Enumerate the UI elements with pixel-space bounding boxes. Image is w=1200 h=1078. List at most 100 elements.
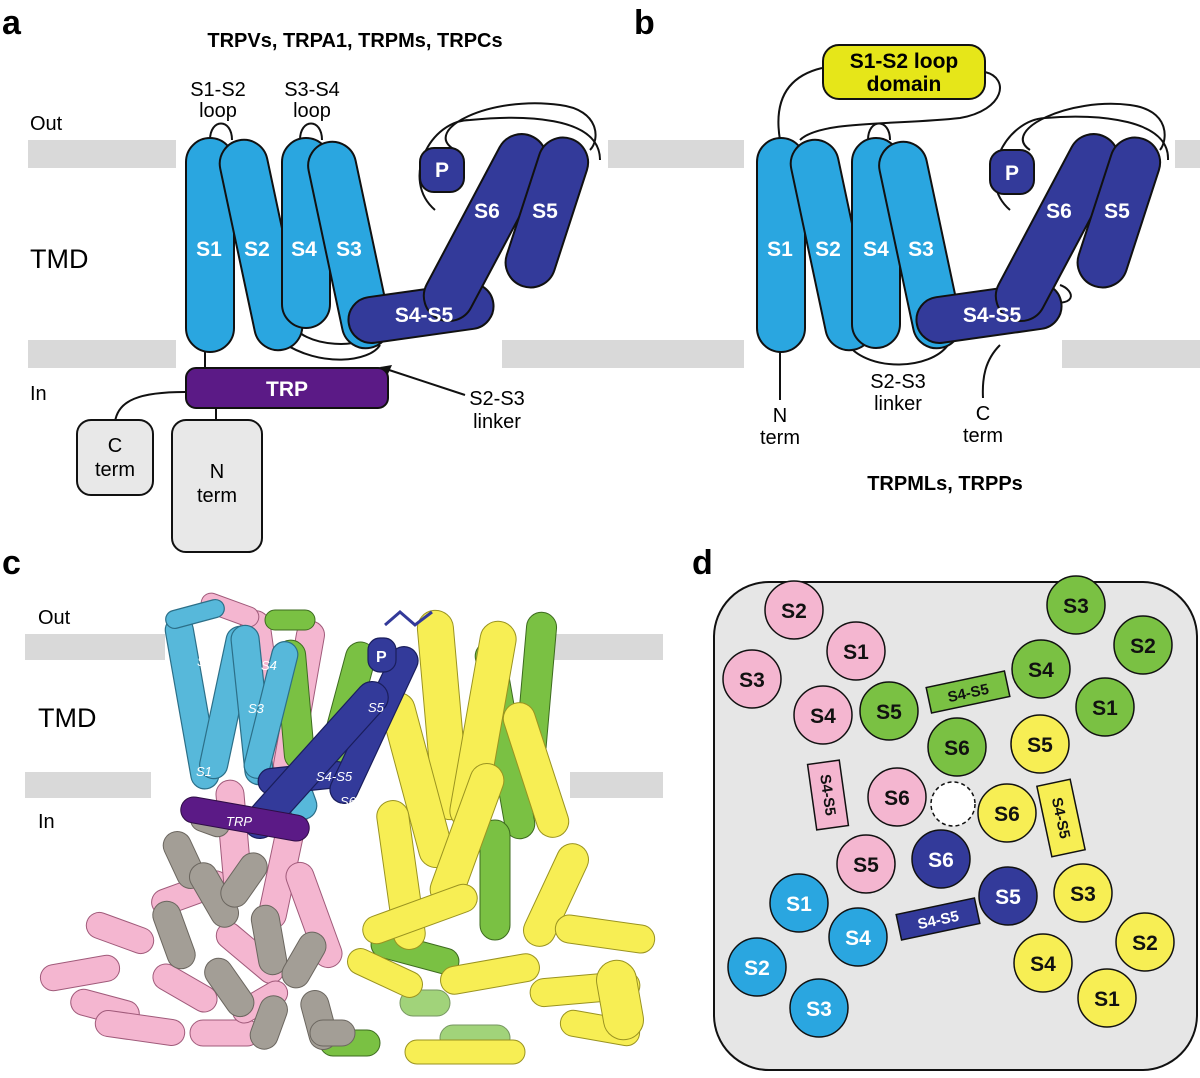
trp-label-a: TRP (266, 378, 308, 401)
s2s3-linker-label-a2: linker (473, 411, 521, 433)
s2-label-b: S2 (815, 238, 841, 261)
n-term-label-b2: term (760, 427, 800, 449)
pink-s5-d: S5 (853, 854, 879, 877)
membrane-inner-right-b (1062, 340, 1200, 368)
yellow-s1-d: S1 (1094, 988, 1120, 1011)
yellow-subunit-c (347, 609, 656, 1065)
c-term-line-a (114, 391, 186, 423)
out-label-a: Out (30, 113, 63, 135)
panel-b-label: b (634, 4, 655, 42)
s5-label-b: S5 (1104, 200, 1130, 223)
s2s3-linker-line2-a (281, 341, 381, 361)
membrane-outer-mid-b (608, 140, 744, 168)
s3-label-c: S3 (248, 701, 265, 716)
s2-label-a: S2 (244, 238, 270, 261)
s2s3-linker-label-b2: linker (874, 393, 922, 415)
s1s2-domain-label-b2: domain (867, 73, 942, 96)
out-label-c: Out (38, 607, 71, 629)
dark-s5-d: S5 (995, 886, 1021, 909)
pink-s4s5-d: S4-S5 (816, 773, 839, 817)
green-s1-d: S1 (1092, 697, 1118, 720)
s1-label-b: S1 (767, 238, 793, 261)
green-s2-d: S2 (1130, 635, 1156, 658)
tmd-label-a: TMD (30, 244, 88, 274)
in-label-c: In (38, 811, 55, 833)
blue-s3-d: S3 (806, 998, 832, 1021)
s6-label-a: S6 (474, 200, 500, 223)
yellow-s3-d: S3 (1070, 883, 1096, 906)
green-s4-d: S4 (1028, 659, 1054, 682)
pink-helices-d (722, 580, 927, 894)
trp-helix-c (180, 796, 310, 842)
green-s3-d: S3 (1063, 595, 1089, 618)
c-term-label-b1: C (976, 403, 990, 425)
pore-center-d (930, 781, 976, 827)
membrane-inner-right-c (570, 772, 663, 798)
n-term-label-a2: term (197, 485, 237, 507)
trp-label-c: TRP (226, 814, 252, 829)
yellow-s6-d: S6 (994, 803, 1020, 826)
yellow-s4-d: S4 (1030, 953, 1056, 976)
s1s2-loop-a (209, 122, 233, 141)
n-term-box-a (171, 419, 263, 553)
membrane-outer-left-a (28, 140, 176, 168)
green-s6-d: S6 (944, 737, 970, 760)
panel-a-label: a (2, 4, 22, 42)
s3s4-loop-a (299, 122, 323, 141)
tmd-label-c: TMD (38, 703, 96, 733)
s5-label-c: S5 (368, 700, 385, 715)
s2-label-c: S2 (197, 654, 214, 669)
s3-label-a: S3 (336, 238, 362, 261)
s1-helix-a (185, 137, 235, 353)
s3-label-b: S3 (908, 238, 934, 261)
p-label-a: P (435, 159, 449, 182)
s1-to-domain-line-b (777, 67, 823, 141)
p-label-b: P (1005, 162, 1019, 185)
pink-s6-d: S6 (884, 787, 910, 810)
panel-b-bottom-title: TRPMLs, TRPPs (867, 473, 1023, 495)
s5-helix-a (504, 136, 590, 289)
arrow-head-a (380, 365, 392, 374)
n-term-label-b1: N (773, 405, 787, 427)
dark-s6-d: S6 (928, 849, 954, 872)
blue-s2-d: S2 (744, 957, 770, 980)
panel-b: b S1-S2 loop domain S1 S2 (502, 4, 1200, 495)
s1s2-loop-domain-b (822, 44, 986, 100)
s1-label-a: S1 (196, 238, 222, 261)
s2s3-linker-label-a1: S2-S3 (469, 388, 525, 410)
p-label-c: P (376, 649, 387, 666)
c-term-label-b2: term (963, 425, 1003, 447)
n-term-label-a1: N (210, 461, 224, 483)
s4-label-a: S4 (291, 238, 317, 261)
membrane-outer-right-b (1175, 140, 1200, 168)
membrane-outer-left-c (25, 634, 165, 660)
pore-loop2-b (1021, 102, 1166, 151)
s4s5-label-b: S4-S5 (963, 304, 1022, 327)
c-term-box-a (76, 419, 154, 496)
blue-s1-d: S1 (786, 893, 812, 916)
s6-helix-a (422, 133, 548, 322)
s1s2-loop-label-a2: loop (199, 100, 237, 122)
p-helix-a (419, 147, 465, 193)
s6-label-c: S6 (340, 794, 357, 809)
yellow-helices-d (977, 714, 1175, 1028)
s2s3-linker-line-b (847, 344, 949, 366)
c-term-label-a1: C (108, 435, 122, 457)
s6-helix-b (994, 133, 1120, 322)
blue-s4-d: S4 (845, 927, 871, 950)
s4-label-b: S4 (863, 238, 889, 261)
s1-label-c: S1 (196, 764, 212, 779)
membrane-inner-left-a (28, 340, 176, 368)
panel-a-title: TRPVs, TRPA1, TRPMs, TRPCs (207, 30, 502, 52)
c-term-label-a2: term (95, 459, 135, 481)
trp-helix-a (185, 367, 389, 409)
s5-label-a: S5 (532, 200, 558, 223)
s5-helix-b (1076, 136, 1162, 289)
pink-s4-d: S4 (810, 705, 836, 728)
pore-loop2-a (444, 102, 597, 151)
panel-c: c Out TMD In (2, 544, 663, 1065)
panel-d: d (692, 544, 1198, 1071)
pink-s3-d: S3 (739, 669, 765, 692)
membrane-inner-mid-b (502, 340, 744, 368)
